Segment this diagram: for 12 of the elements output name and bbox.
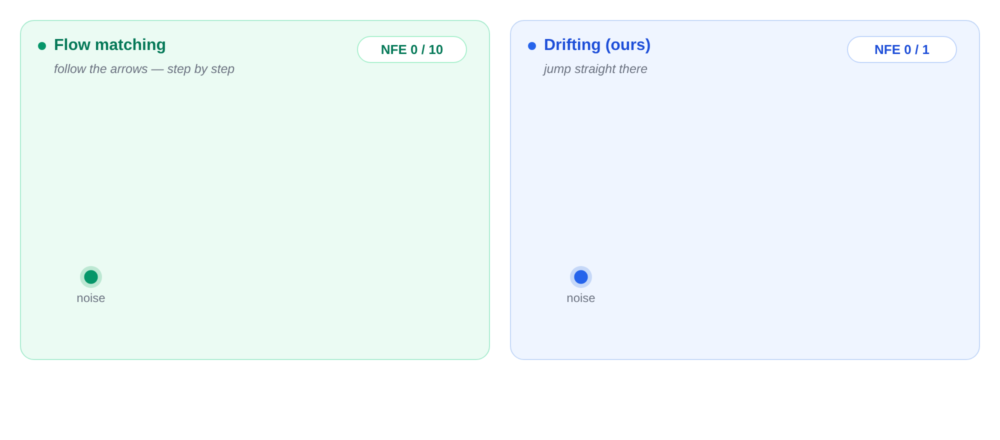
panel-subtitle: jump straight there — [544, 61, 648, 77]
data-point-icon — [80, 266, 102, 288]
panel-title: Drifting (ours) — [544, 36, 651, 56]
step-counter-pill: NFE 0 / 10 — [357, 36, 467, 63]
panel-card — [20, 20, 490, 360]
data-point-icon — [570, 266, 592, 288]
point-label: noise — [76, 291, 106, 305]
panel-subtitle: follow the arrows — step by step — [54, 61, 235, 77]
panel-card — [510, 20, 980, 360]
step-counter-pill: NFE 0 / 1 — [847, 36, 957, 63]
panel-title: Flow matching — [54, 36, 166, 56]
point-label: noise — [566, 291, 596, 305]
